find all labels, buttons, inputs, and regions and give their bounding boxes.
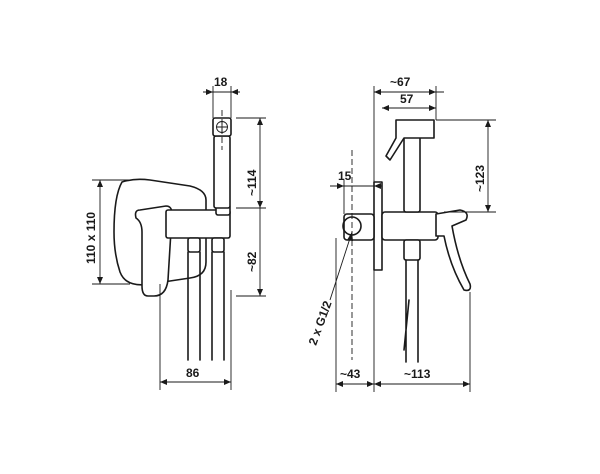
- dim-depth: 86: [186, 366, 200, 380]
- side-mixer-body: [381, 211, 439, 241]
- front-view-dimensions: 18 ~114 ~82 110 x 110 86: [84, 75, 266, 390]
- side-hose: [403, 259, 419, 363]
- dim-thread: 2 x G1/2: [306, 299, 335, 347]
- dim-head-height: ~123: [473, 165, 487, 192]
- side-shower-head: [385, 119, 435, 161]
- side-shower-stem: [403, 135, 421, 213]
- dim-lever-reach: ~113: [404, 367, 431, 381]
- dim-handshower-height: ~114: [245, 169, 259, 196]
- dim-plate-size: 110 x 110: [84, 212, 98, 264]
- outlet-stub-left: [187, 237, 201, 253]
- dim-wall-offset: 15: [338, 169, 352, 183]
- dim-connector-depth: ~43: [340, 367, 361, 381]
- dim-handshower-width: 18: [214, 75, 228, 89]
- front-view: [113, 110, 232, 361]
- wall-plate: [373, 181, 383, 271]
- side-view: [342, 119, 472, 363]
- hose-left: [187, 251, 201, 361]
- side-outlet: [403, 239, 421, 261]
- hose-right: [211, 251, 225, 361]
- dim-overall-width: ~67: [390, 75, 411, 89]
- dim-head-width: 57: [400, 92, 414, 106]
- side-lever: [435, 209, 472, 292]
- dim-outlet-height: ~82: [245, 251, 259, 272]
- outlet-stub-right: [211, 237, 225, 253]
